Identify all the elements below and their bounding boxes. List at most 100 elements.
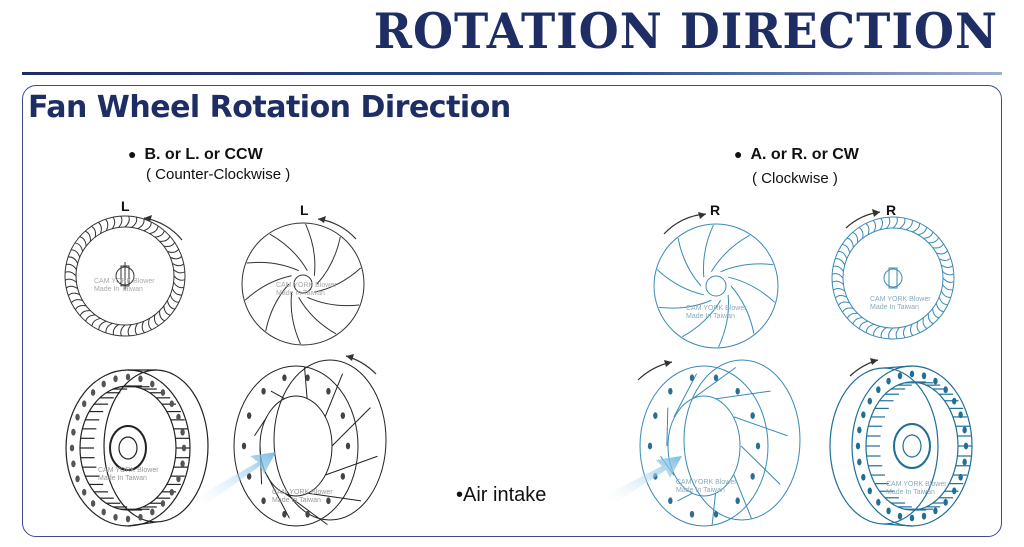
cw-backward-curved-wheel-3d: CAM YORK Blower Made In Taiwan	[604, 359, 801, 527]
rivet-hole	[101, 508, 106, 516]
wheel-blade	[131, 216, 138, 228]
wheel-blade	[838, 301, 850, 306]
wheel-blade	[888, 327, 894, 340]
rivet-hole	[886, 377, 891, 385]
wheel-blade	[923, 231, 934, 239]
wheel-blade	[938, 257, 952, 261]
rivet-hole	[181, 444, 187, 452]
wheel-blade	[97, 221, 102, 234]
wheel-blade	[658, 299, 712, 309]
wheel-blade	[730, 285, 755, 334]
rotation-letter-r: R	[710, 202, 721, 218]
wheel-blade	[85, 314, 96, 322]
ccw-backward-curved-wheel-3d: CAM YORK Blower Made In Taiwan	[192, 354, 387, 527]
wheel-blade	[254, 416, 268, 437]
wheel-blade	[153, 314, 159, 327]
rivet-hole	[340, 472, 346, 480]
wheel-blade	[880, 327, 887, 339]
wheel-blade	[932, 243, 944, 249]
wheel-blade	[159, 310, 166, 322]
rivet-hole	[909, 370, 915, 378]
wheel-blade	[740, 445, 781, 485]
wheel-blade	[173, 282, 185, 289]
wheel-blade	[244, 275, 292, 301]
wheel-blade	[143, 222, 152, 232]
rivet-hole	[305, 374, 310, 382]
wheel-blade	[169, 294, 179, 303]
ccw-heading: ●B. or L. or CCW	[128, 146, 263, 163]
rivet-hole	[125, 373, 131, 381]
rivet-hole	[952, 487, 957, 495]
wheel-blade	[64, 271, 77, 277]
rivet-hole	[861, 411, 866, 419]
wheel-blade	[928, 237, 940, 244]
wheel-blade	[305, 223, 316, 276]
wheel-blade	[872, 219, 876, 233]
wheel-blade	[892, 216, 898, 229]
rivet-hole	[69, 444, 75, 452]
wheel-blade	[120, 324, 126, 337]
wheel-blade	[173, 269, 186, 274]
rivet-hole	[647, 442, 653, 450]
rivet-hole	[326, 497, 331, 505]
wheel-blade	[163, 305, 171, 316]
rivet-hole	[668, 497, 673, 505]
wheel-blade	[307, 492, 362, 502]
wheel-blade	[163, 242, 176, 248]
rivet-hole	[261, 497, 266, 505]
wheel-blade	[911, 223, 921, 233]
rivet-hole	[246, 472, 252, 480]
wheel-blade	[852, 231, 859, 243]
cw-backward-curved-wheel-front: CAM YORK Blower Made In Taiwan	[653, 212, 779, 349]
wheel-blade	[692, 366, 737, 400]
rivet-hole	[713, 510, 719, 518]
wheel-blade	[70, 299, 83, 304]
cw-forward-curved-wheel-front: CAM YORK Blower Made In Taiwan	[831, 209, 955, 340]
wheel-blade	[290, 292, 301, 345]
wheel-blade	[265, 283, 290, 332]
rivet-hole	[689, 510, 695, 518]
rivet-hole	[82, 488, 87, 496]
rivet-hole	[921, 512, 927, 520]
wheel-blade	[118, 215, 123, 228]
watermark-text: CAM YORK Blower	[686, 305, 747, 312]
wheel-blade	[831, 280, 844, 285]
wheel-blade	[111, 216, 116, 229]
wheel-blade	[710, 234, 750, 272]
wheel-blade	[842, 307, 854, 313]
wheel-blade	[270, 390, 286, 400]
rivet-hole	[176, 413, 181, 421]
wheel-blade	[702, 224, 714, 278]
rivet-hole	[71, 460, 76, 468]
wheel-blade	[838, 250, 848, 260]
wheel-blade	[942, 277, 955, 283]
ccw-subheading: ( Counter-Clockwise )	[146, 166, 291, 183]
wheel-blade	[858, 227, 864, 239]
watermark-text: Made In Taiwan	[94, 286, 143, 293]
rivet-hole	[90, 500, 96, 507]
rivet-hole	[340, 412, 346, 420]
wheel-blade	[324, 373, 344, 418]
wheel-blade	[935, 302, 944, 313]
wheel-blade	[942, 271, 955, 276]
rotation-letter-l: L	[121, 198, 130, 214]
wheel-blade	[682, 300, 722, 338]
rivet-hole	[735, 497, 740, 505]
wheel-blade	[858, 320, 869, 329]
wheel-blade	[166, 300, 176, 310]
watermark-text: Made In Taiwan	[886, 489, 935, 496]
rivet-hole	[138, 375, 143, 383]
rivet-hole	[653, 412, 658, 420]
wheel-blade	[170, 256, 183, 260]
wheel-blade	[331, 407, 371, 447]
rivet-hole	[958, 473, 963, 481]
wheel-blade	[112, 324, 119, 336]
watermark-text: CAM YORK Blower	[870, 296, 931, 303]
rivet-hole	[867, 397, 872, 405]
header-divider	[22, 72, 1002, 75]
rivet-hole	[909, 514, 915, 522]
rivet-hole	[101, 380, 106, 388]
wheel-blade	[832, 287, 845, 292]
wheel-blade	[940, 290, 951, 298]
wheel-blade	[846, 237, 854, 248]
